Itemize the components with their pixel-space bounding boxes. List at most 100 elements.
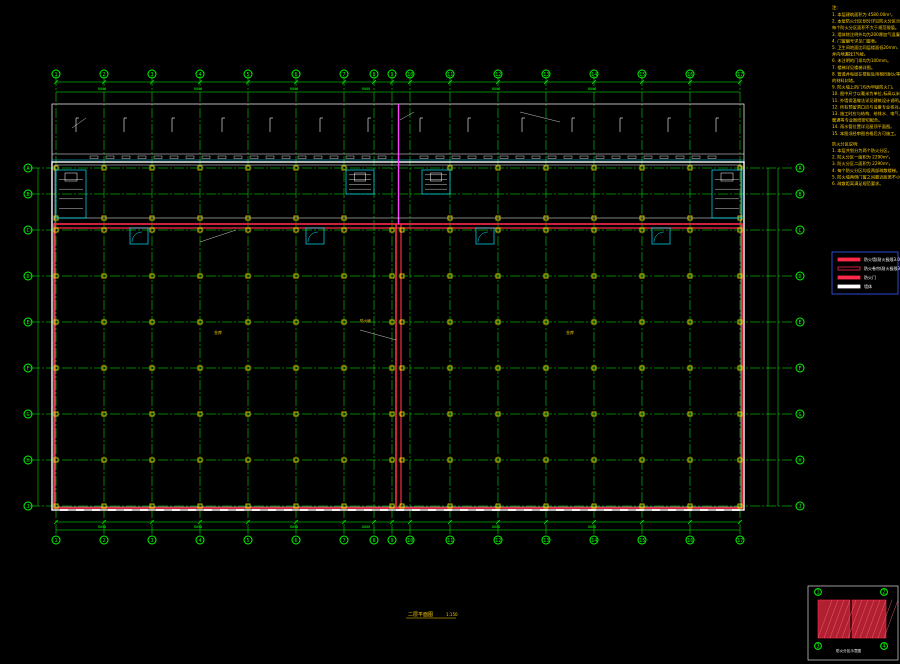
axis-bubble: C: [795, 225, 805, 235]
column: [197, 411, 203, 417]
dim-text-mark: [297, 155, 307, 159]
axis-bubble-circle: [637, 535, 647, 545]
column: [293, 503, 299, 509]
axis-bubble: 9: [387, 69, 397, 79]
axis-bubble-label: 14: [591, 538, 597, 544]
axis-bubble: 5: [243, 69, 253, 79]
fire-wall-note: 防火墙: [360, 318, 371, 323]
dimension-tick: [245, 79, 251, 85]
column: [149, 411, 155, 417]
column: [149, 165, 155, 171]
axis-bubble-label: 6: [295, 72, 298, 78]
column: [389, 319, 395, 325]
door-room: [129, 227, 149, 245]
note-line: 并向地漏找1%坡。: [832, 51, 868, 58]
dim-text-mark: [121, 155, 131, 159]
axis-bubble-circle: [795, 501, 805, 511]
note-line: 10. 图中尺寸以毫米为单位,标高以米为单位。: [832, 90, 900, 97]
column: [543, 215, 549, 221]
span-label: 8000: [194, 87, 202, 91]
axis-bubble-circle: [880, 588, 888, 596]
door-room: [305, 227, 325, 245]
axis-bubble-label: 8: [373, 72, 376, 78]
axis-bubble: A: [795, 163, 805, 173]
column: [197, 215, 203, 221]
column: [197, 165, 203, 171]
axis-bubble: 12: [493, 69, 503, 79]
axis-bubble-circle: [23, 225, 33, 235]
column: [687, 227, 693, 233]
column: [245, 503, 251, 509]
column: [197, 457, 203, 463]
axis-bubble-label: 3: [817, 644, 820, 650]
axis-bubble: 8: [369, 535, 379, 545]
axis-bubble-circle: [685, 69, 695, 79]
note-line: 8. 管道井每层在楼板处用相同耐火等级: [832, 70, 900, 77]
axis-bubble: F: [23, 363, 33, 373]
axis-bubble-circle: [291, 535, 301, 545]
axis-bubble-label: 12: [495, 72, 501, 78]
dim-text-mark: [563, 155, 573, 159]
axis-bubble: 17: [735, 69, 745, 79]
dimension-tick: [389, 79, 395, 85]
axis-bubble-circle: [685, 535, 695, 545]
dim-text-mark: [249, 155, 259, 159]
column: [53, 411, 59, 417]
column: [53, 457, 59, 463]
column: [639, 457, 645, 463]
dim-text-mark: [435, 155, 445, 159]
column: [197, 319, 203, 325]
column: [149, 227, 155, 233]
column: [101, 319, 107, 325]
column: [389, 273, 395, 279]
axis-bubble-label: 8: [373, 538, 376, 544]
axis-bubble-label: 7: [343, 72, 346, 78]
dimension-tick: [341, 519, 347, 525]
column: [639, 273, 645, 279]
dimension-tick: [407, 519, 413, 525]
column: [495, 319, 501, 325]
notes-heading: 注:: [832, 4, 838, 11]
column: [737, 319, 743, 325]
area-label-right: 仓库: [566, 329, 574, 335]
axis-bubble: G: [795, 409, 805, 419]
axis-bubble-label: 3: [151, 538, 154, 544]
note-line: 1. 本层共划分为两个防火分区。: [832, 147, 892, 154]
axis-bubble: F: [795, 363, 805, 373]
column: [639, 503, 645, 509]
axis-bubble-circle: [541, 535, 551, 545]
note-line: 2. 本层防火分区划分详见防火分区示意图,: [832, 18, 900, 25]
axis-bubble-label: 2: [883, 590, 886, 596]
axis-bubble-label: 16: [687, 538, 693, 544]
span-label: 8000: [290, 525, 298, 529]
dimension-tick: [371, 519, 377, 525]
column: [543, 227, 549, 233]
column: [197, 503, 203, 509]
span-label: 8000: [290, 87, 298, 91]
door-swing: [131, 231, 143, 243]
axis-bubble: D: [23, 271, 33, 281]
key-plan-hatch: [883, 599, 899, 639]
dimension-tick: [341, 79, 347, 85]
column: [101, 411, 107, 417]
axis-bubble-circle: [23, 189, 33, 199]
column: [495, 503, 501, 509]
axis-bubble: 2: [99, 69, 109, 79]
axis-bubble-label: D: [27, 274, 30, 280]
axis-bubble-circle: [795, 189, 805, 199]
axis-bubble-label: H: [27, 458, 30, 464]
axis-bubble: 17: [735, 535, 745, 545]
note-line: 13. 施工时应与结构、给排水、电气、: [832, 110, 900, 117]
axis-bubble-circle: [795, 225, 805, 235]
column: [245, 215, 251, 221]
key-plan-hatch: [877, 599, 893, 639]
column: [293, 273, 299, 279]
note-line: 7. 楼梯详见楼梯详图。: [832, 64, 875, 71]
axis-bubble-label: C: [799, 228, 802, 234]
axis-bubble-label: A: [27, 166, 30, 172]
axis-bubble: J: [23, 501, 33, 511]
leader-line: [71, 117, 87, 129]
axis-bubble-circle: [23, 317, 33, 327]
dim-text-mark: [451, 155, 461, 159]
note-line: 15. 本图须经审图合格后方可施工。: [832, 130, 899, 137]
